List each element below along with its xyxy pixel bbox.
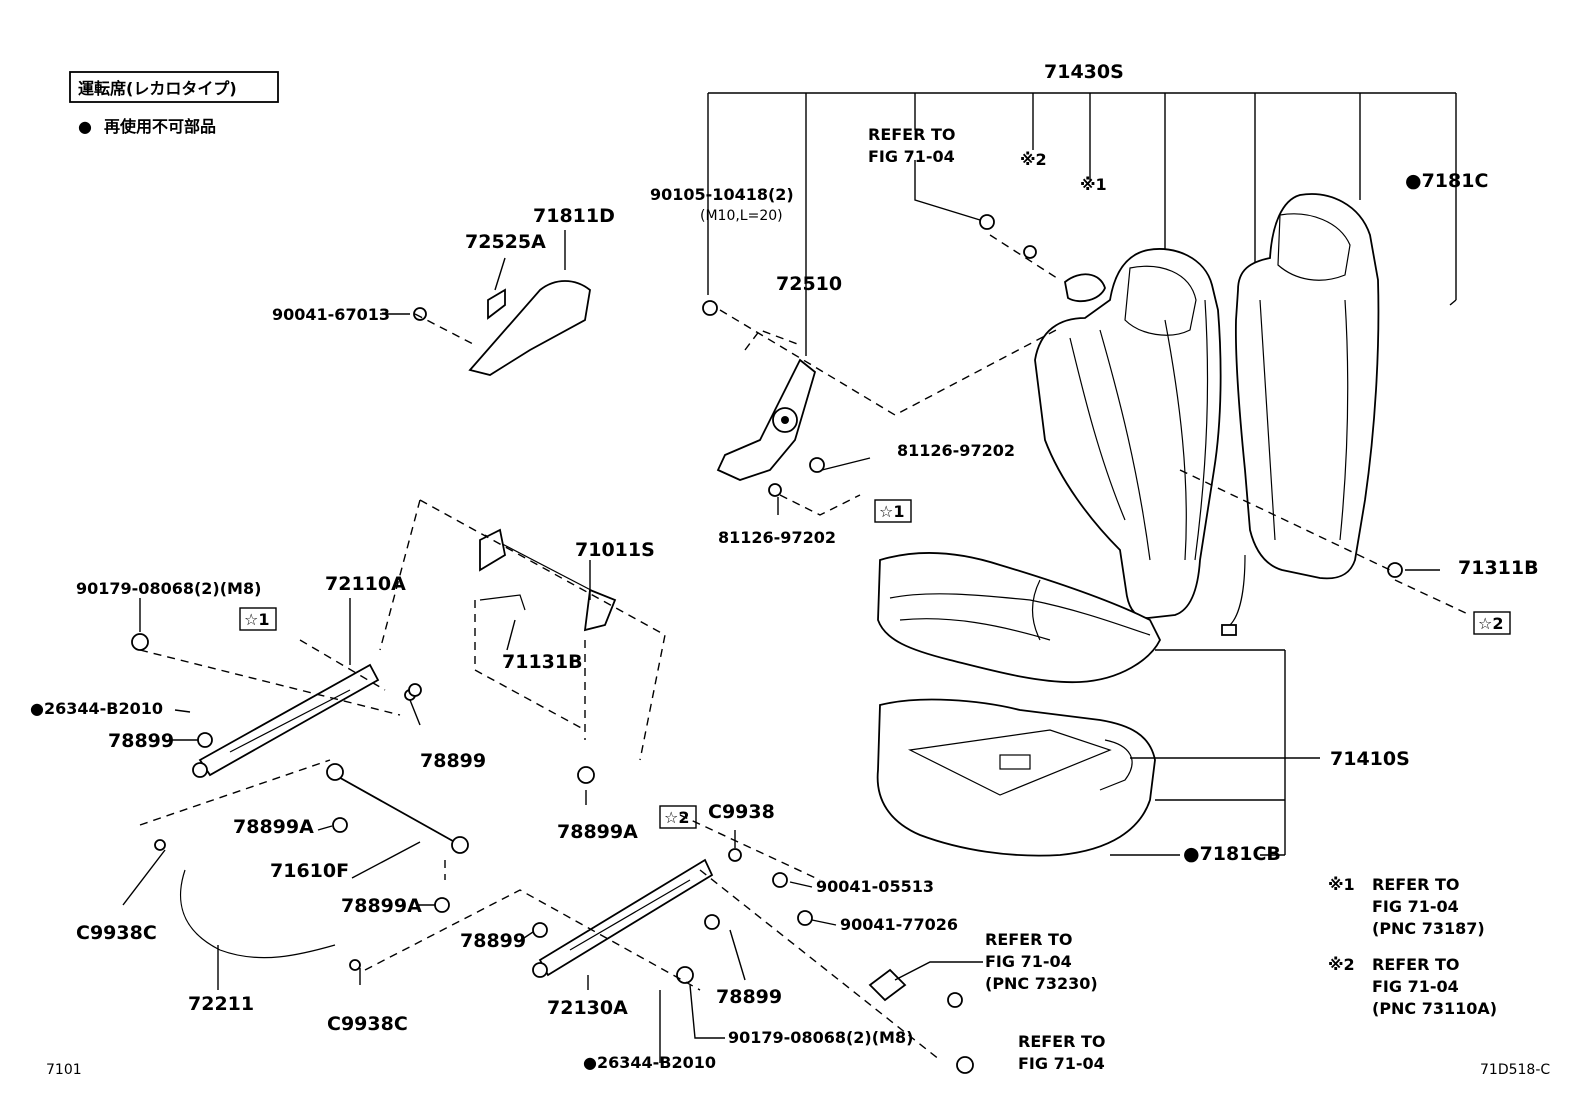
- label-71430S: 71430S: [1044, 61, 1124, 83]
- bolt-part: [332, 817, 348, 833]
- label-90041-05513: 90041-05513: [816, 877, 934, 896]
- label-refer-73230-l1: REFER TO: [985, 930, 1073, 949]
- frame-part-71011S: [479, 528, 617, 632]
- bolt-part: [197, 732, 213, 748]
- label-star1-b: ☆1: [244, 610, 269, 629]
- label-71311B: 71311B: [1458, 557, 1539, 579]
- bolt-part: [702, 300, 718, 316]
- seat-cushion-top: [877, 551, 1162, 684]
- note2-line3: (PNC 73110A): [1372, 999, 1497, 1018]
- legend-symbol: ●: [78, 117, 92, 136]
- label-78899A-lower: 78899A: [341, 895, 422, 917]
- seat-back-front: [1034, 248, 1222, 619]
- note-2: ※2 REFER TO FIG 71-04 (PNC 73110A): [1328, 955, 1497, 1018]
- label-90041-67013: 90041-67013: [272, 305, 390, 324]
- bolt-part: [979, 214, 995, 230]
- label-refer-73230-l3: (PNC 73230): [985, 974, 1098, 993]
- connector-part: [1221, 624, 1237, 636]
- seat-adjuster-right: [532, 848, 813, 984]
- label-star1-a: ☆1: [879, 502, 904, 521]
- label-refer-b-l2: FIG 71-04: [1018, 1054, 1105, 1073]
- clip-part: [1023, 245, 1037, 259]
- label-note2-mark: ※2: [1020, 150, 1047, 169]
- page-code: 7101: [46, 1062, 82, 1078]
- label-78899-right-b: 78899: [716, 986, 782, 1008]
- seat-wire: [1229, 554, 1246, 626]
- label-refer-b-l1: REFER TO: [1018, 1032, 1106, 1051]
- assembly-dash-lines: [139, 234, 1471, 1061]
- cross-tube: [326, 763, 469, 854]
- label-C9938C-bottom: C9938C: [327, 1013, 408, 1035]
- label-26344-left: ●26344-B2010: [30, 699, 163, 718]
- label-90179-top: 90179-08068(2)(M8): [76, 579, 261, 598]
- bolt-part: [532, 922, 548, 938]
- label-star2-b: ☆2: [664, 808, 689, 827]
- label-78899A-left: 78899A: [233, 816, 314, 838]
- legend-text: 再使用不可部品: [104, 117, 216, 136]
- seat-adjuster-left: [131, 633, 416, 778]
- headrest-support: [1064, 273, 1106, 302]
- label-71410S: 71410S: [1330, 748, 1410, 770]
- label-78899-mid: 78899: [420, 750, 486, 772]
- label-refer-to: REFER TO: [868, 125, 956, 144]
- label-90179-bottom: 90179-08068(2)(M8): [728, 1028, 913, 1047]
- label-72130A: 72130A: [547, 997, 628, 1019]
- label-78899-left: 78899: [108, 730, 174, 752]
- label-note1-mark: ※1: [1080, 175, 1107, 194]
- note2-line1: REFER TO: [1372, 955, 1460, 974]
- torsion-bar-72211: [154, 839, 361, 971]
- bolt-part: [704, 914, 720, 930]
- label-81126-a: 81126-97202: [897, 441, 1015, 460]
- bolt-part: [408, 683, 422, 697]
- label-71811D: 71811D: [533, 205, 615, 227]
- seat-belt-buckle: [868, 968, 974, 1074]
- label-90105: 90105-10418(2): [650, 185, 794, 204]
- recliner-part: [716, 358, 825, 497]
- bolt-part: [577, 766, 595, 784]
- label-71131B: 71131B: [502, 651, 583, 673]
- star2-box-b: [659, 805, 697, 829]
- seatback-assembly-bracket: [707, 92, 1457, 356]
- label-78899A-center: 78899A: [557, 821, 638, 843]
- cap-part: [1387, 562, 1403, 578]
- figure-code: 71D518-C: [1480, 1062, 1550, 1078]
- label-90105-spec: (M10,L=20): [700, 208, 783, 224]
- label-71011S: 71011S: [575, 539, 655, 561]
- label-7181C: ●7181C: [1405, 170, 1488, 192]
- note-1: ※1 REFER TO FIG 71-04 (PNC 73187): [1328, 875, 1485, 938]
- label-78899-right-a: 78899: [460, 930, 526, 952]
- label-72211: 72211: [188, 993, 254, 1015]
- note1-line3: (PNC 73187): [1372, 919, 1485, 938]
- note2-line2: FIG 71-04: [1372, 977, 1459, 996]
- cushion-assembly-bracket: [1130, 649, 1320, 856]
- leader-lines: [122, 160, 1457, 1063]
- label-refer-73230-l2: FIG 71-04: [985, 952, 1072, 971]
- label-72510: 72510: [776, 273, 842, 295]
- label-72525A: 72525A: [465, 231, 546, 253]
- note2-mark: ※2: [1328, 955, 1355, 974]
- label-71610F: 71610F: [270, 860, 349, 882]
- seat-back-rear: [1234, 193, 1380, 580]
- star1-box-a: [874, 499, 912, 523]
- label-refer-fig: FIG 71-04: [868, 147, 955, 166]
- star2-box-a: [1473, 611, 1511, 635]
- label-72110A: 72110A: [325, 573, 406, 595]
- label-90041-77026: 90041-77026: [840, 915, 958, 934]
- bolt-part: [434, 897, 450, 913]
- label-C9938: C9938: [708, 801, 775, 823]
- seat-type-label: 運転席(レカロタイプ): [78, 79, 237, 98]
- note1-mark: ※1: [1328, 875, 1355, 894]
- seat-type-box: [69, 71, 279, 103]
- label-7181CB: ●7181CB: [1183, 843, 1281, 865]
- note1-line1: REFER TO: [1372, 875, 1460, 894]
- recliner-cover: [413, 280, 591, 376]
- note1-line2: FIG 71-04: [1372, 897, 1459, 916]
- label-C9938C-left: C9938C: [76, 922, 157, 944]
- label-81126-b: 81126-97202: [718, 528, 836, 547]
- label-26344-bottom: ●26344-B2010: [583, 1053, 716, 1072]
- label-star2-a: ☆2: [1478, 614, 1503, 633]
- seat-cushion-pad: [876, 698, 1156, 857]
- star1-box-b: [239, 607, 277, 631]
